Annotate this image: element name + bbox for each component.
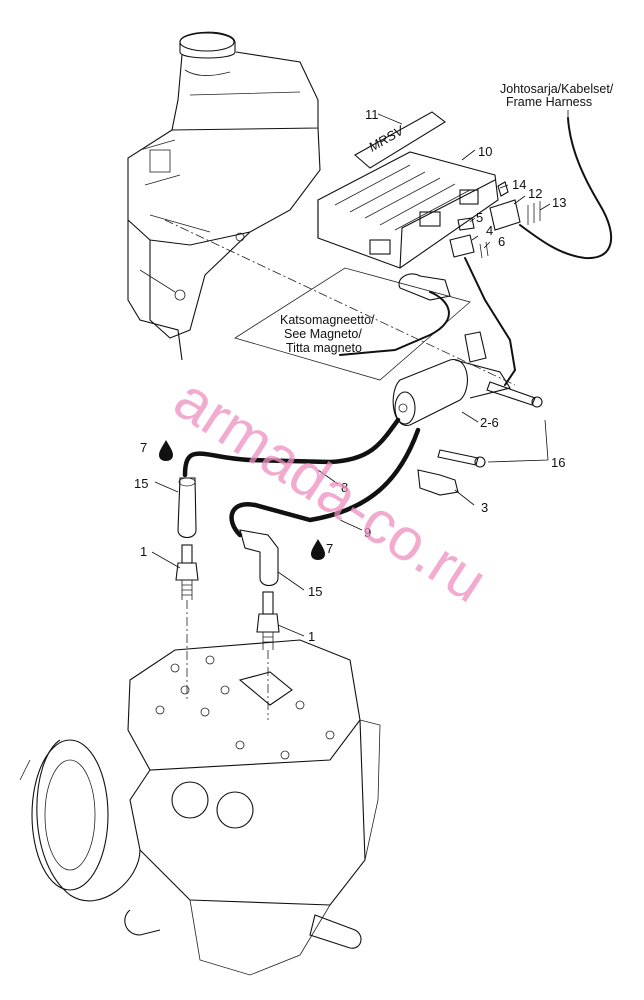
magneto-reference: [234, 267, 487, 381]
frame-harness-note: Johtosarja/Kabelset/ Frame Harness: [500, 82, 614, 109]
engine: [19, 639, 381, 976]
callout-10: 10: [478, 144, 492, 159]
callout-1-lower: 1: [308, 629, 315, 644]
callout-15-right: 15: [308, 584, 322, 599]
spark-plug-left: [175, 544, 199, 600]
callout-1-upper: 1: [140, 544, 147, 559]
decal-text: MRSV: [366, 122, 407, 154]
frame-harness-note-line-1: Johtosarja/Kabelset/: [500, 82, 614, 96]
spark-plug-right: [256, 591, 280, 650]
ht-lead-part-8: [182, 417, 401, 478]
callout-9: 9: [364, 525, 371, 540]
oil-drop-icon-left: [159, 440, 173, 461]
callout-15-left: 15: [134, 476, 148, 491]
spark-plug-cap-left: [177, 477, 197, 539]
see-magneto-note: Katsomagneetto/ See Magneto/ Titta magne…: [280, 313, 375, 355]
callout-5: 5: [476, 210, 483, 225]
watermark: armada-co.ru: [163, 365, 499, 616]
frame-harness-note-line-2: Frame Harness: [506, 95, 592, 109]
leader-lines: [151, 110, 569, 637]
callout-11: 11: [365, 107, 379, 122]
see-magneto-note-line-2: See Magneto/: [284, 327, 362, 341]
callout-3: 3: [481, 500, 488, 515]
centerline-tank: [164, 219, 516, 386]
callout-6: 6: [498, 234, 505, 249]
callout-8: 8: [341, 480, 348, 495]
ht-lead-part-9: [229, 427, 421, 538]
spark-plug-cap-right: [239, 529, 279, 587]
callout-13: 13: [552, 195, 566, 210]
callout-12: 12: [528, 186, 542, 201]
callout-4: 4: [486, 223, 493, 238]
callout-14: 14: [512, 177, 526, 192]
callout-2-6: 2-6: [480, 415, 499, 430]
callout-labels: 11 10 14 12 13 5 4 6 2-6 16 3 8 9 7 7 15…: [134, 107, 566, 644]
connector-hardware: [449, 181, 541, 259]
control-module-part-10: [317, 151, 499, 269]
oil-tank: [127, 31, 321, 361]
head-bolts: [155, 655, 335, 760]
callout-7-left: 7: [140, 440, 147, 455]
callout-7-right: 7: [326, 541, 333, 556]
see-magneto-note-line-3: Titta magneto: [286, 341, 362, 355]
frame-harness-wire: [519, 117, 613, 260]
oil-drop-icon-right: [311, 539, 325, 560]
see-magneto-note-line-1: Katsomagneetto/: [280, 313, 375, 327]
clip-part-3: [417, 469, 459, 496]
callout-16: 16: [551, 455, 565, 470]
bolts-part-16: [437, 381, 543, 468]
module-to-coil-wire: [464, 257, 517, 386]
